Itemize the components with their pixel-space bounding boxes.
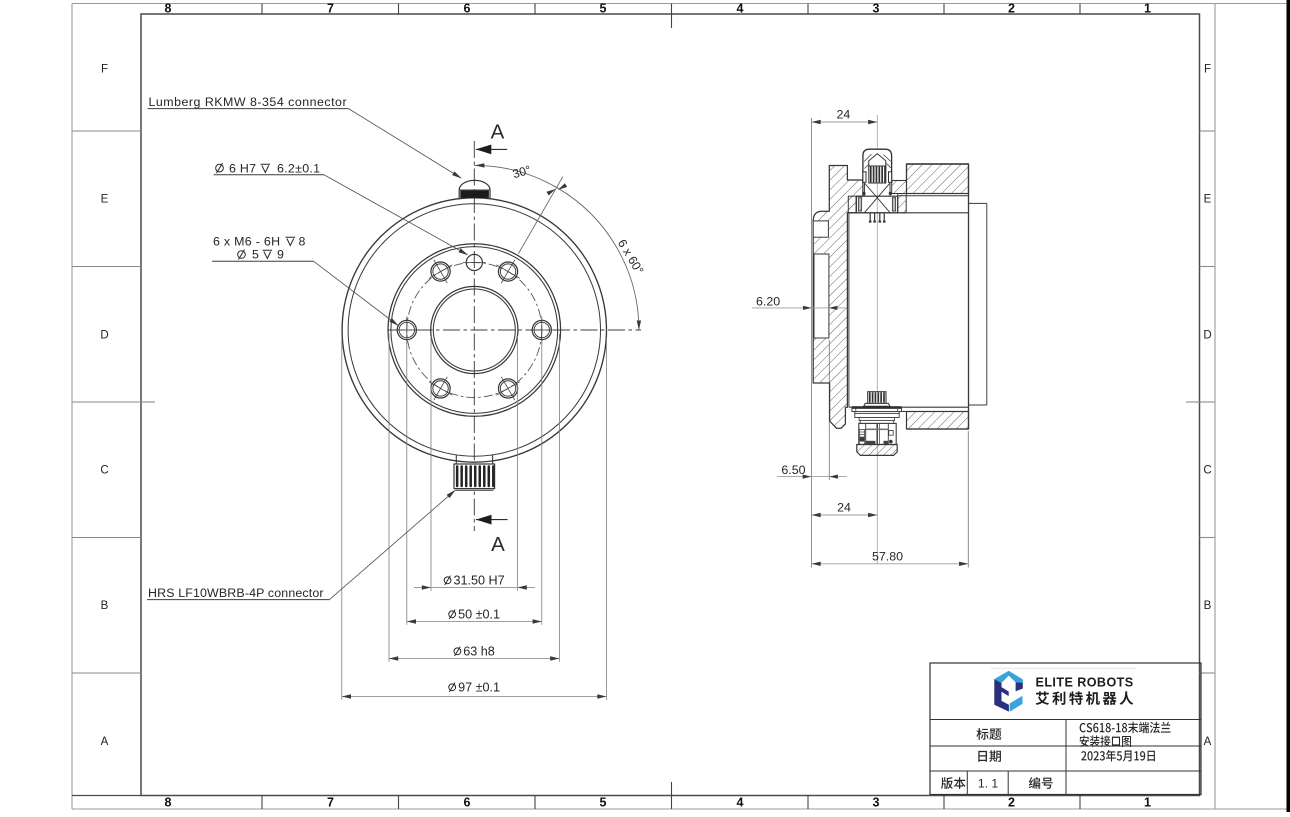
svg-text:B: B [101, 600, 109, 612]
svg-text:9: 9 [277, 248, 284, 262]
svg-text:5: 5 [252, 248, 259, 262]
svg-text:C: C [1203, 465, 1211, 477]
svg-text:1: 1 [1144, 1, 1151, 15]
svg-text:6 x M6 - 6H: 6 x M6 - 6H [213, 235, 280, 249]
svg-text:6.20: 6.20 [756, 294, 780, 308]
svg-text:B: B [1204, 600, 1212, 612]
svg-text:7: 7 [327, 796, 334, 810]
svg-text:2: 2 [1008, 796, 1015, 810]
svg-text:57.80: 57.80 [872, 549, 903, 563]
svg-text:8: 8 [165, 1, 172, 15]
svg-text:HRS LF10WBRB-4P connector: HRS LF10WBRB-4P connector [148, 586, 324, 600]
svg-text:C: C [100, 465, 108, 477]
svg-text:1. 1: 1. 1 [978, 777, 999, 791]
svg-text:63 h8: 63 h8 [463, 645, 495, 659]
svg-text:8: 8 [165, 796, 172, 810]
svg-text:4: 4 [737, 796, 744, 810]
svg-text:4: 4 [737, 1, 744, 15]
svg-text:A: A [101, 736, 109, 748]
svg-text:6: 6 [464, 796, 471, 810]
svg-text:F: F [101, 64, 108, 76]
svg-text:8: 8 [299, 235, 306, 249]
svg-text:3: 3 [873, 1, 880, 15]
svg-text:Lumberg RKMW 8-354 connector: Lumberg RKMW 8-354 connector [149, 95, 348, 109]
svg-text:A: A [491, 121, 505, 144]
svg-text:D: D [100, 330, 108, 342]
svg-text:E: E [101, 194, 109, 206]
svg-text:D: D [1203, 330, 1211, 342]
svg-text:24: 24 [837, 108, 851, 122]
svg-text:A: A [491, 533, 505, 556]
svg-text:2: 2 [1008, 1, 1015, 15]
svg-text:24: 24 [837, 501, 851, 515]
svg-text:A: A [1204, 736, 1212, 748]
svg-text:7: 7 [327, 1, 334, 15]
svg-text:1: 1 [1144, 796, 1151, 810]
svg-text:ELITE ROBOTS: ELITE ROBOTS [1036, 676, 1134, 690]
svg-text:5: 5 [600, 796, 607, 810]
svg-text:6.2±0.1: 6.2±0.1 [277, 162, 320, 176]
svg-text:97 ±0.1: 97 ±0.1 [458, 681, 500, 695]
svg-text:E: E [1204, 194, 1212, 206]
svg-text:6.50: 6.50 [781, 463, 805, 477]
svg-text:6: 6 [464, 1, 471, 15]
svg-text:F: F [1204, 64, 1211, 76]
svg-text:3: 3 [873, 796, 880, 810]
svg-text:6 H7: 6 H7 [229, 162, 256, 176]
svg-text:5: 5 [600, 1, 607, 15]
svg-text:31.50 H7: 31.50 H7 [453, 574, 504, 588]
svg-text:50 ±0.1: 50 ±0.1 [458, 608, 500, 622]
